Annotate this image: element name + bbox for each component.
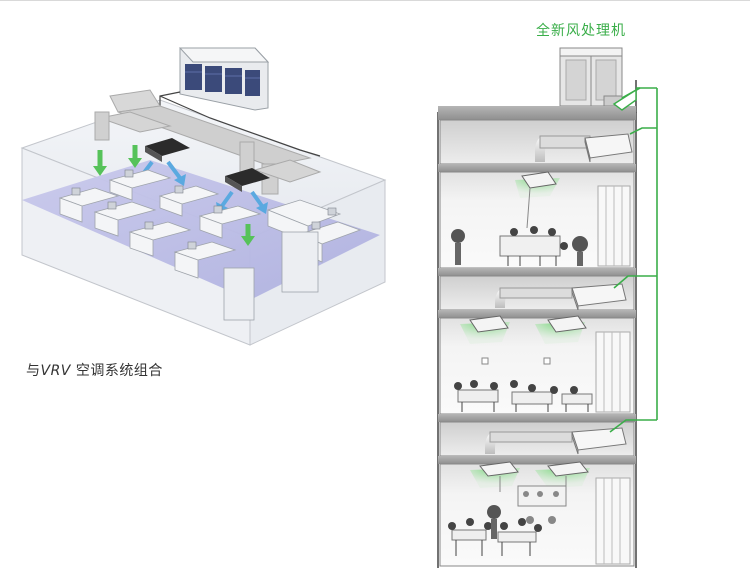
- floor-slab-1: [438, 164, 636, 172]
- roof-slab: [438, 106, 636, 120]
- floor-slab-5: [438, 456, 636, 464]
- ceiling-plenum-2: [440, 276, 634, 310]
- rooftop-fresh-air-unit: [560, 48, 622, 106]
- ceiling-plenum-1: [440, 120, 634, 164]
- office-room-2: [440, 316, 634, 414]
- floor-slab-4: [438, 414, 636, 422]
- ceiling-plenum-3: [440, 422, 634, 456]
- floor-slab-3: [438, 310, 636, 318]
- office-room-1: [440, 172, 634, 268]
- office-room-3: [440, 462, 634, 566]
- floor-slab-2: [438, 268, 636, 276]
